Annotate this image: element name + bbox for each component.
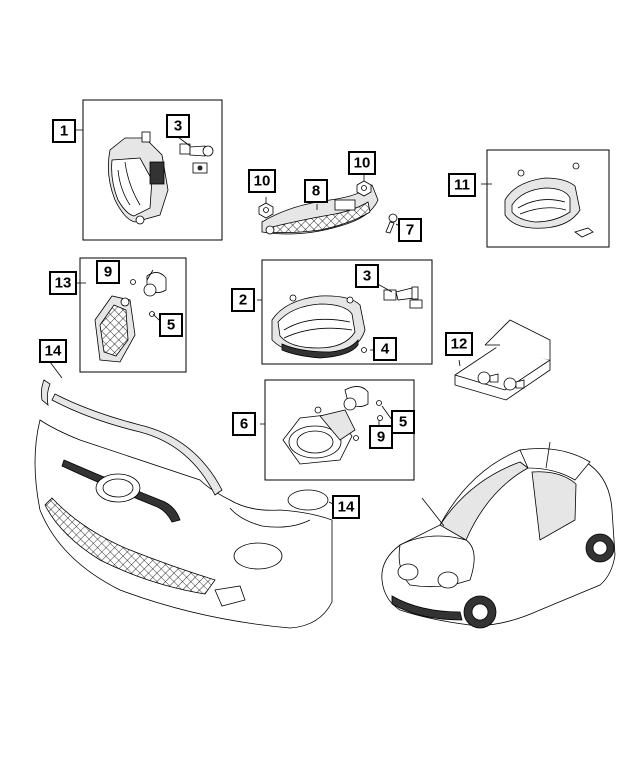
callout-number: 5	[167, 317, 175, 334]
callout-3: 3	[355, 264, 379, 288]
callout-number: 3	[363, 268, 371, 285]
callout-number: 10	[354, 155, 371, 172]
callout-14: 14	[332, 495, 360, 519]
group-frame	[79, 257, 187, 373]
callout-8: 8	[304, 179, 328, 203]
group-frame	[486, 149, 610, 248]
callout-number: 8	[312, 183, 320, 200]
callout-number: 14	[45, 343, 62, 360]
group-frame	[261, 259, 433, 365]
bulb-part	[179, 143, 214, 157]
callout-4: 4	[373, 337, 397, 361]
callout-number: 3	[174, 118, 182, 135]
callout-10: 10	[348, 151, 376, 175]
callout-number: 12	[451, 336, 468, 353]
callout-number: 9	[104, 264, 112, 281]
callout-number: 6	[240, 416, 248, 433]
callout-number: 5	[399, 414, 407, 431]
nut-part	[258, 202, 274, 219]
callout-number: 9	[377, 429, 385, 446]
bulb-part	[143, 272, 167, 297]
callout-10: 10	[248, 169, 276, 193]
callout-number: 4	[381, 341, 390, 358]
callout-5: 5	[159, 313, 183, 337]
callout-number: 13	[55, 275, 72, 292]
callout-9: 9	[96, 260, 120, 284]
screw-part	[385, 213, 398, 234]
callout-12: 12	[445, 332, 473, 356]
vehicle-illustration	[381, 441, 616, 629]
callout-13: 13	[49, 271, 77, 295]
front-bumper	[34, 379, 333, 629]
group-headlamp-right	[481, 149, 610, 248]
group-headlamp-main	[257, 259, 433, 365]
callout-number: 11	[454, 177, 470, 194]
bulb-part	[343, 386, 369, 411]
callout-number: 10	[254, 173, 271, 190]
group-daytime-lamp	[258, 172, 404, 235]
socket-part	[192, 162, 208, 174]
callout-number: 7	[406, 222, 414, 239]
bulb-part	[383, 286, 419, 301]
trim-ring-part	[287, 489, 336, 511]
callout-11: 11	[448, 173, 476, 197]
callout-5: 5	[391, 410, 415, 434]
callout-3: 3	[166, 114, 190, 138]
group-fog-lamp-center	[260, 379, 415, 481]
callout-9: 9	[369, 425, 393, 449]
callout-number: 14	[338, 499, 355, 516]
callout-1: 1	[52, 119, 76, 143]
callout-7: 7	[398, 218, 422, 242]
group-bulb-kit	[454, 319, 551, 401]
group-fog-lamp-left	[74, 257, 187, 373]
callout-6: 6	[232, 412, 256, 436]
nut-part	[356, 180, 372, 197]
callout-2: 2	[231, 288, 255, 312]
callout-number: 1	[60, 123, 68, 140]
group-headlamp-assembly	[63, 99, 223, 241]
callout-number: 2	[239, 292, 247, 309]
callout-14: 14	[39, 339, 67, 363]
group-frame	[82, 99, 223, 241]
